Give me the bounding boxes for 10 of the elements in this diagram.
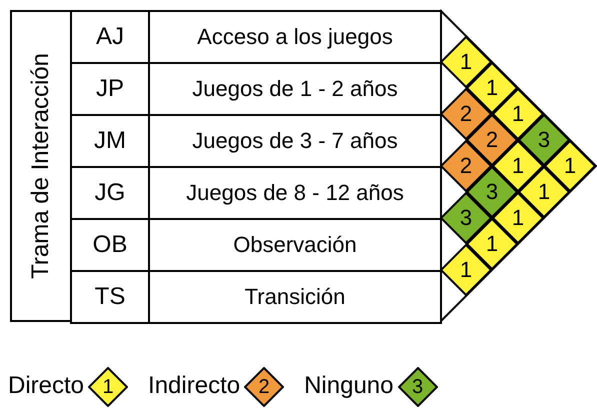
legend-swatch: 1 — [88, 367, 128, 407]
legend-swatch: 3 — [398, 367, 438, 407]
activity-cell: Transición — [148, 270, 442, 324]
activity-cell: Acceso a los juegos — [148, 10, 442, 64]
legend-swatch: 2 — [244, 367, 284, 407]
legend-text: Ninguno — [304, 372, 394, 400]
header-band — [10, 10, 72, 322]
header-text: Trama de Interacción — [27, 53, 55, 279]
legend-text: Directo — [8, 372, 84, 400]
legend-text: Indirecto — [148, 372, 240, 400]
